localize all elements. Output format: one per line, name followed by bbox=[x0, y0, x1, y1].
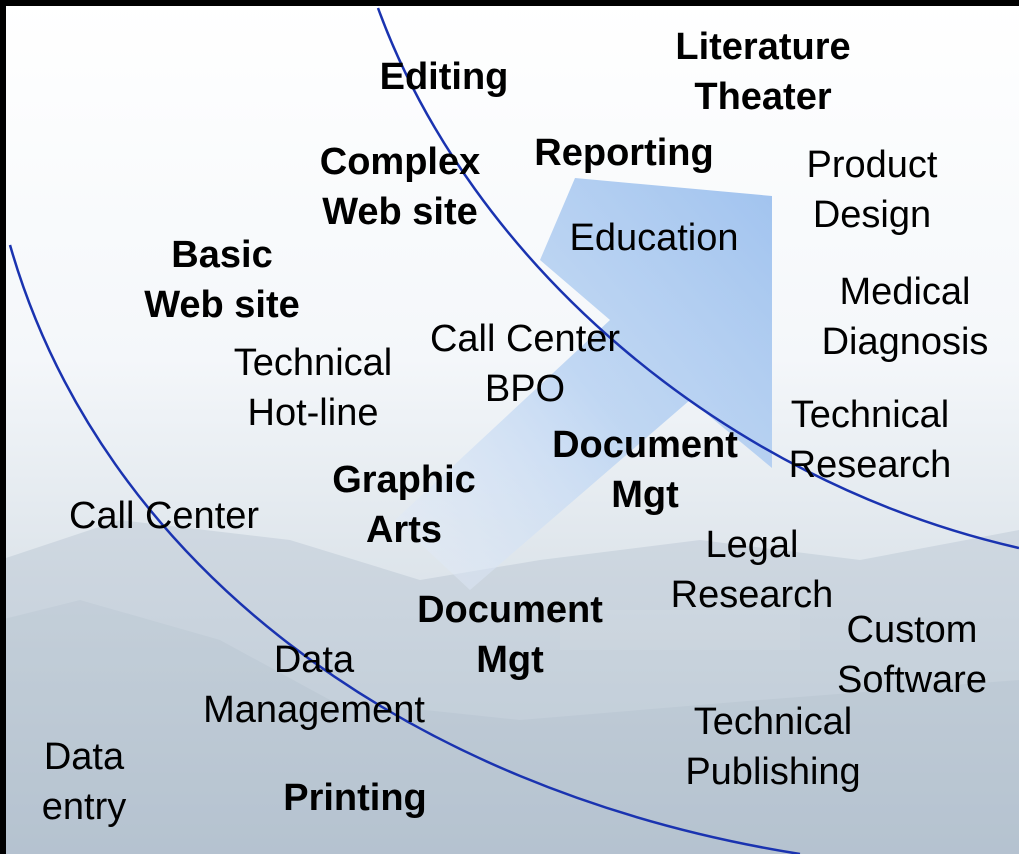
label-call-center-bpo: Call Center BPO bbox=[429, 318, 621, 410]
growth-arrow bbox=[395, 178, 772, 590]
label-literature-theater: Literature Theater bbox=[675, 22, 850, 122]
label-call-center: Call Center bbox=[68, 495, 260, 537]
building-silhouette bbox=[0, 520, 1019, 854]
label-technical-research: Technical Research bbox=[788, 394, 952, 486]
label-editing: Editing bbox=[379, 56, 509, 98]
label-theater: Theater bbox=[694, 76, 832, 118]
label-custom-software: Custom Software bbox=[837, 609, 987, 701]
outer-arc bbox=[376, 7, 1019, 550]
label-printing: Printing bbox=[283, 777, 427, 819]
label-complex-web-site: Complex Web site bbox=[319, 141, 481, 233]
inner-arc bbox=[8, 244, 801, 854]
label-reporting: Reporting bbox=[534, 132, 714, 174]
label-basic-web-site: Basic Web site bbox=[144, 234, 300, 326]
label-data-management: Data Management bbox=[203, 639, 425, 731]
label-medical-diagnosis: Medical Diagnosis bbox=[821, 271, 989, 363]
label-education: Education bbox=[569, 217, 739, 259]
label-legal-research: Legal Research bbox=[670, 524, 834, 616]
label-graphic-arts: Graphic Arts bbox=[332, 459, 476, 551]
label-data-entry: Data entry bbox=[41, 736, 127, 828]
label-document-mgt-upper: Document Mgt bbox=[552, 424, 738, 516]
label-technical-hotline: Technical Hot-line bbox=[233, 342, 393, 434]
label-product-design: Product Design bbox=[806, 144, 938, 236]
label-technical-publishing: Technical Publishing bbox=[685, 701, 861, 793]
label-document-mgt-lower: Document Mgt bbox=[417, 589, 603, 681]
label-literature: Literature bbox=[675, 26, 851, 68]
